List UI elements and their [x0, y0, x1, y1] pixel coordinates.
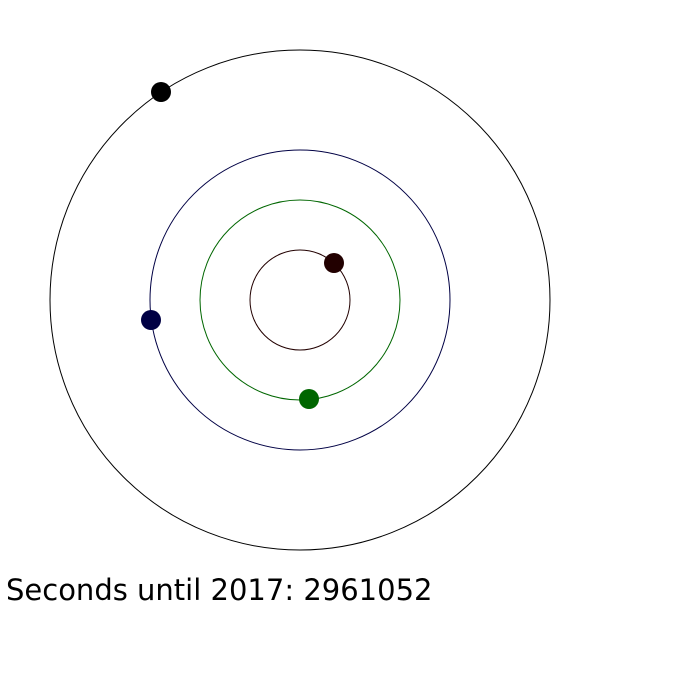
second-orbit-ring: [199, 199, 401, 401]
second-planet: [299, 389, 319, 409]
countdown-value: 2961052: [303, 573, 433, 607]
outer-orbit-ring: [49, 49, 551, 551]
third-orbit-ring: [149, 149, 451, 451]
outer-planet: [151, 82, 171, 102]
countdown-text: Seconds until 2017: 2961052: [6, 570, 432, 610]
inner-orbit-ring: [249, 249, 351, 351]
third-planet: [141, 310, 161, 330]
countdown-label: Seconds until 2017:: [6, 573, 295, 607]
inner-planet: [324, 253, 344, 273]
